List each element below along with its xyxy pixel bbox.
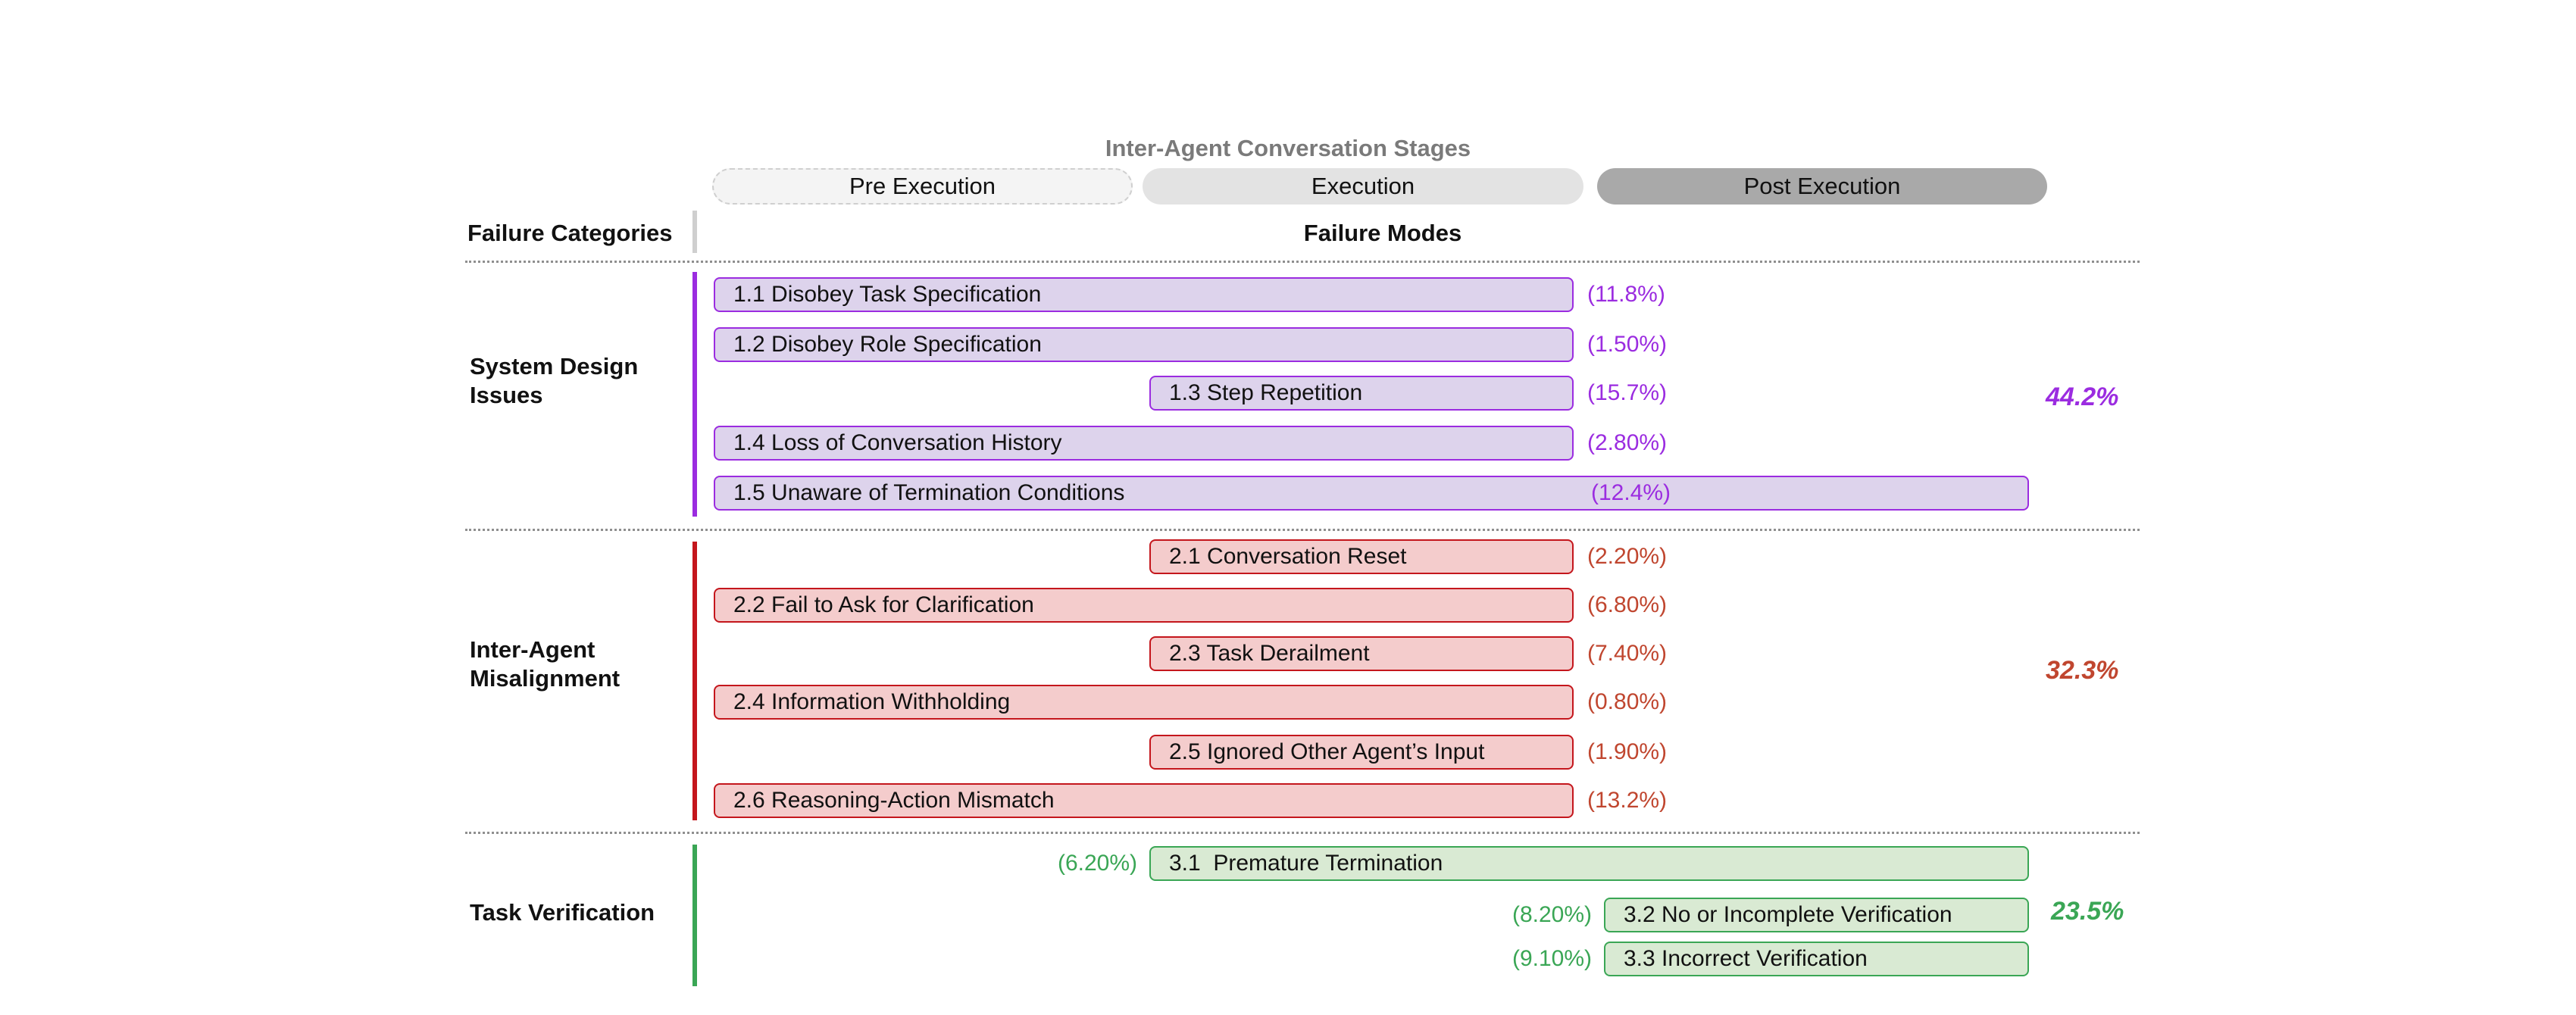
stage-pre-execution: Pre Execution [712, 168, 1133, 205]
category-accent-bar [692, 542, 697, 820]
failure-mode-box: 3.1 Premature Termination [1149, 846, 2029, 881]
failure-mode-percentage: (2.20%) [1587, 544, 1668, 569]
category-label-line: Task Verification [470, 899, 655, 926]
header-separator [692, 211, 697, 253]
failure-mode-percentage: (2.80%) [1587, 430, 1668, 455]
section-divider [465, 832, 2140, 834]
failure-mode-box: 2.4 Information Withholding [714, 685, 1574, 720]
category-accent-bar [692, 845, 697, 986]
category-label-line: Inter-Agent [470, 636, 596, 663]
failure-mode-percentage: (8.20%) [1512, 902, 1592, 927]
failure-mode-box: 2.6 Reasoning-Action Mismatch [714, 783, 1574, 818]
failure-mode-box: 3.2 No or Incomplete Verification [1604, 898, 2029, 932]
category-label-line: System Design [470, 353, 639, 379]
failure-mode-percentage: (11.8%) [1587, 282, 1665, 307]
failure-mode-box: 1.1 Disobey Task Specification [714, 277, 1574, 312]
failure-mode-box: 1.3 Step Repetition [1149, 376, 1574, 411]
failure-modes-header: Failure Modes [1303, 220, 1462, 246]
failure-mode-percentage: (12.4%) [1591, 480, 1671, 505]
failure-mode-percentage: (6.80%) [1587, 592, 1668, 617]
category-total: 44.2% [2046, 383, 2119, 411]
failure-mode-percentage: (0.80%) [1587, 689, 1668, 714]
failure-mode-percentage: (1.50%) [1587, 332, 1668, 357]
failure-mode-percentage: (7.40%) [1587, 641, 1668, 666]
section-divider [465, 261, 2140, 263]
category-accent-bar [692, 272, 697, 517]
failure-mode-box: 1.4 Loss of Conversation History [714, 426, 1574, 461]
failure-mode-percentage: (1.90%) [1587, 739, 1668, 764]
diagram-title: Inter-Agent Conversation Stages [1105, 135, 1471, 161]
section-divider [465, 529, 2140, 531]
stage-post-execution: Post Execution [1597, 168, 2047, 205]
failure-mode-percentage: (15.7%) [1587, 380, 1668, 405]
failure-mode-box: 2.2 Fail to Ask for Clarification [714, 588, 1574, 623]
failure-mode-box: 1.2 Disobey Role Specification [714, 327, 1574, 362]
failure-mode-box: 2.3 Task Derailment [1149, 636, 1574, 671]
failure-mode-percentage: (6.20%) [1057, 851, 1137, 876]
failure-mode-percentage: (9.10%) [1512, 946, 1592, 971]
category-total: 32.3% [2046, 656, 2119, 685]
failure-mode-box: 1.5 Unaware of Termination Conditions [714, 476, 2029, 511]
category-label-line: Issues [470, 382, 543, 408]
category-total: 23.5% [2051, 897, 2124, 926]
category-label: Task Verification [470, 898, 655, 927]
failure-mode-percentage: (13.2%) [1587, 788, 1668, 813]
failure-mode-box: 3.3 Incorrect Verification [1604, 942, 2029, 976]
failure-mode-box: 2.1 Conversation Reset [1149, 539, 1574, 574]
failure-categories-header: Failure Categories [467, 220, 673, 246]
failure-mode-box: 2.5 Ignored Other Agent’s Input [1149, 735, 1574, 770]
stage-execution: Execution [1143, 168, 1583, 205]
category-label-line: Misalignment [470, 665, 621, 692]
